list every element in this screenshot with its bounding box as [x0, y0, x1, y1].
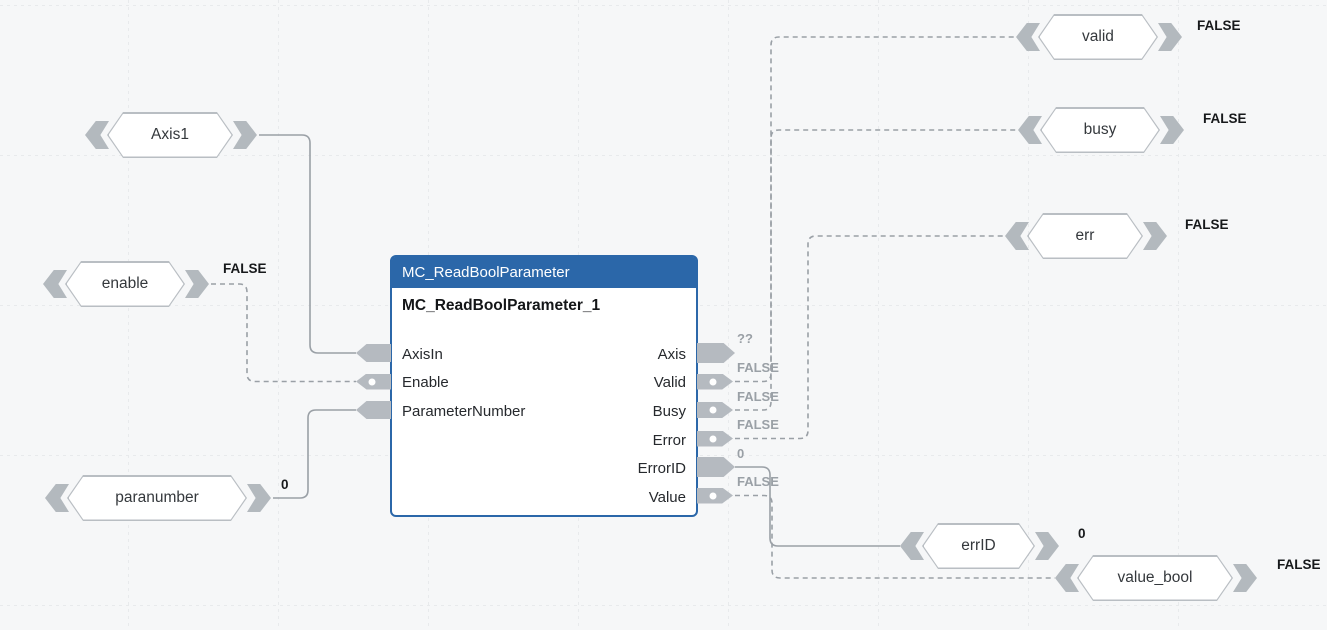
- pin-error[interactable]: [697, 430, 733, 447]
- pin-value-errorid: 0: [737, 445, 745, 461]
- pin-value[interactable]: [697, 487, 733, 504]
- tag-label: enable: [101, 275, 149, 292]
- tag-right-arrow-icon: [1160, 116, 1184, 144]
- wire-enable-to-enable[interactable]: [211, 283, 356, 383]
- pin-value-busy: FALSE: [737, 388, 779, 404]
- tag-left-arrow-icon: [43, 270, 67, 298]
- tag-right-arrow-icon: [233, 121, 257, 149]
- pin-valid[interactable]: [697, 373, 733, 390]
- bool-pin-dot: [709, 406, 717, 414]
- function-block-instance-name[interactable]: MC_ReadBoolParameter_1: [402, 297, 601, 314]
- function-block[interactable]: MC_ReadBoolParameter MC_ReadBoolParamete…: [390, 255, 698, 517]
- tag-left-arrow-icon: [900, 532, 924, 560]
- pin-value-error: FALSE: [737, 417, 779, 432]
- output-label-busy: Busy: [652, 403, 686, 420]
- tag-value-enable: FALSE: [223, 261, 267, 276]
- bool-pin-dot: [709, 435, 717, 442]
- tag-label: valid: [1082, 28, 1114, 45]
- variable-tag-valid[interactable]: valid: [1016, 14, 1184, 60]
- input-label-parameternumber: ParameterNumber: [402, 403, 526, 420]
- pin-value-valid: FALSE: [737, 360, 779, 375]
- output-label-errorid: ErrorID: [637, 460, 686, 477]
- variable-tag-errid[interactable]: errID: [900, 523, 1061, 569]
- wire-paranumber-to-parameternumber[interactable]: [273, 409, 356, 499]
- tag-right-arrow-icon: [185, 270, 209, 298]
- tag-label: errID: [961, 537, 996, 554]
- bool-pin-dot: [709, 492, 717, 499]
- tag-left-arrow-icon: [1018, 116, 1042, 144]
- pin-busy[interactable]: [697, 402, 733, 418]
- pin-value-value: FALSE: [737, 474, 779, 489]
- pin-axisin[interactable]: [356, 344, 391, 362]
- pin-value-axis: ??: [737, 331, 753, 346]
- wire-value-to-valuebool-tag[interactable]: [735, 494, 1055, 579]
- tag-label: busy: [1083, 121, 1117, 138]
- output-label-valid: Valid: [653, 374, 686, 391]
- variable-tag-busy[interactable]: busy: [1018, 107, 1186, 153]
- pin-enable[interactable]: [356, 373, 391, 390]
- tag-left-arrow-icon: [1055, 564, 1079, 592]
- variable-tag-axis1[interactable]: Axis1: [85, 112, 259, 158]
- tag-left-arrow-icon: [45, 484, 69, 512]
- tag-value-value-bool: FALSE: [1277, 557, 1321, 572]
- output-label-error: Error: [652, 431, 686, 449]
- wire-error-to-err-tag[interactable]: [735, 235, 1005, 440]
- tag-value-err: FALSE: [1185, 217, 1229, 232]
- tag-right-arrow-icon: [1233, 564, 1257, 592]
- output-label-value: Value: [648, 488, 686, 506]
- tag-right-arrow-icon: [1143, 222, 1167, 250]
- tag-right-arrow-icon: [247, 484, 271, 512]
- tag-label: Axis1: [151, 126, 189, 143]
- tag-left-arrow-icon: [1005, 222, 1029, 250]
- tag-value-busy: FALSE: [1203, 111, 1247, 126]
- bool-pin-dot: [709, 378, 717, 385]
- variable-tag-enable[interactable]: enable: [43, 261, 211, 307]
- wire-busy-to-busy-tag[interactable]: [735, 129, 1018, 411]
- tag-label: err: [1075, 227, 1095, 244]
- tag-left-arrow-icon: [1016, 23, 1040, 51]
- input-label-axisin: AxisIn: [402, 346, 443, 363]
- variable-tag-err[interactable]: err: [1005, 213, 1169, 259]
- output-label-axis: Axis: [657, 346, 686, 363]
- variable-tag-paranumber[interactable]: paranumber: [45, 475, 273, 521]
- tag-label: paranumber: [115, 489, 199, 506]
- tag-label: value_bool: [1117, 569, 1193, 586]
- bool-pin-dot: [368, 378, 376, 385]
- tag-left-arrow-icon: [85, 121, 109, 149]
- wire-valid-to-valid-tag[interactable]: [735, 36, 1016, 383]
- variable-tag-value-bool[interactable]: value_bool: [1055, 555, 1259, 601]
- tag-value-valid: FALSE: [1197, 18, 1241, 33]
- pin-axis[interactable]: [697, 343, 735, 363]
- pin-parameternumber[interactable]: [356, 401, 391, 419]
- tag-value-errid: 0: [1078, 526, 1086, 541]
- wire-errorid-to-errid-tag[interactable]: [735, 466, 900, 547]
- tag-value-paranumber: 0: [281, 477, 289, 492]
- tag-right-arrow-icon: [1158, 23, 1182, 51]
- input-label-enable: Enable: [402, 374, 449, 391]
- wire-axis1-to-axisin[interactable]: [259, 134, 356, 354]
- function-block-type-header: MC_ReadBoolParameter: [392, 257, 696, 288]
- pin-errorid[interactable]: [697, 457, 735, 477]
